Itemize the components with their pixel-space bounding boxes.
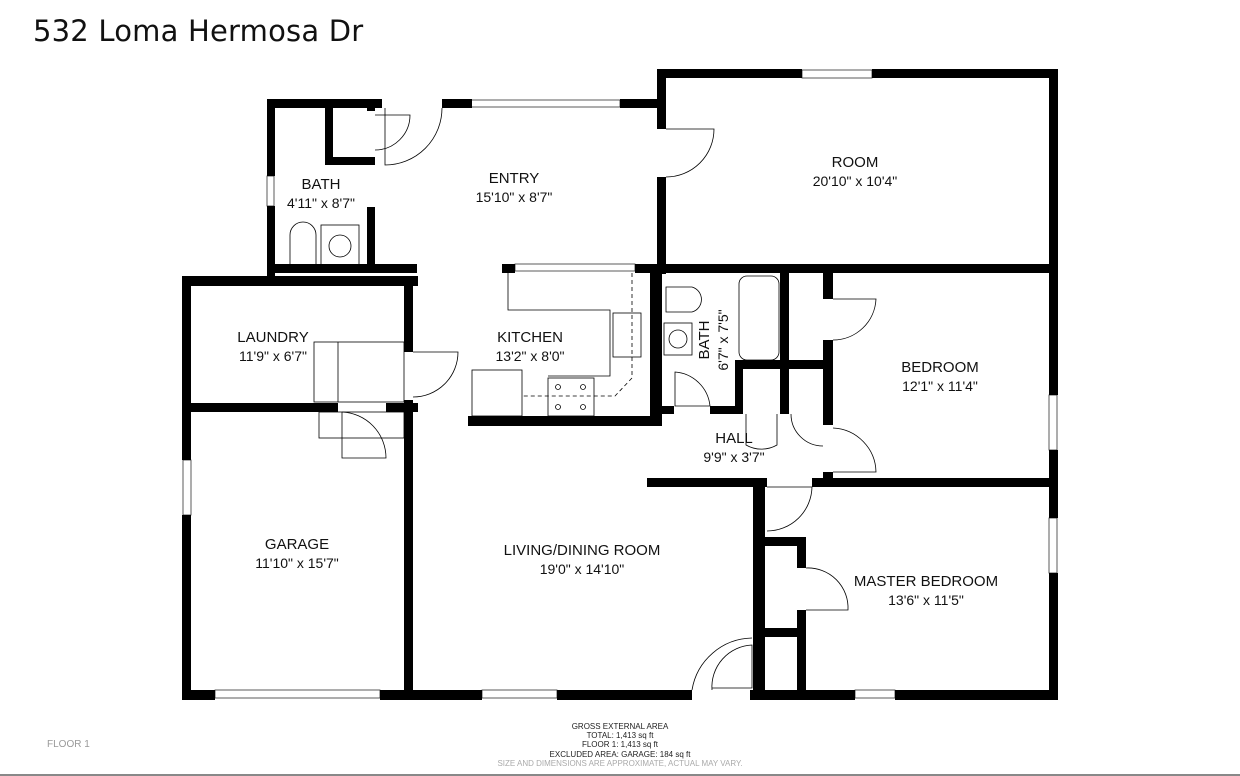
room-garage-dims: 11'10" x 15'7": [255, 555, 339, 571]
area-excluded: EXCLUDED AREA: GARAGE: 184 sq ft: [549, 749, 691, 759]
room-hall-dims: 9'9" x 3'7": [703, 449, 764, 465]
fixtures: [289, 107, 877, 691]
floor-label: FLOOR 1: [47, 739, 90, 750]
room-master-name: MASTER BEDROOM: [854, 573, 998, 590]
bottom-divider: [0, 774, 1240, 776]
room-bath1-dims: 4'11" x 8'7": [287, 195, 355, 211]
room-labels: BATH 4'11" x 8'7" ENTRY 15'10" x 8'7" RO…: [237, 154, 998, 608]
walls: [182, 69, 1058, 700]
area-summary: GROSS EXTERNAL AREA TOTAL: 1,413 sq ft F…: [470, 722, 770, 768]
room-bedroom-dims: 12'1" x 11'4": [902, 378, 978, 394]
room-hall-name: HALL: [715, 430, 753, 447]
room-bath2-dims: 6'7" x 7'5": [715, 309, 731, 370]
room-living-name: LIVING/DINING ROOM: [504, 542, 661, 559]
room-laundry-name: LAUNDRY: [237, 329, 308, 346]
area-floor1: FLOOR 1: 1,413 sq ft: [581, 740, 659, 750]
room-laundry-dims: 11'9" x 6'7": [239, 348, 307, 364]
room-master-dims: 13'6" x 11'5": [888, 592, 964, 608]
area-disclaimer: SIZE AND DIMENSIONS ARE APPROXIMATE, ACT…: [497, 758, 743, 768]
room-kitchen-dims: 13'2" x 8'0": [496, 348, 565, 364]
room-bath2-name: BATH: [696, 321, 713, 360]
room-entry-name: ENTRY: [489, 170, 540, 187]
area-heading: GROSS EXTERNAL AREA: [571, 722, 669, 731]
room-bedroom-name: BEDROOM: [901, 359, 979, 376]
area-total: TOTAL: 1,413 sq ft: [586, 731, 654, 741]
page-title: 532 Loma Hermosa Dr: [33, 14, 364, 48]
room-garage-name: GARAGE: [265, 536, 329, 553]
room-entry-dims: 15'10" x 8'7": [476, 189, 553, 205]
room-room-name: ROOM: [832, 154, 879, 171]
room-kitchen-name: KITCHEN: [497, 329, 563, 346]
room-living-dims: 19'0" x 14'10": [540, 561, 625, 577]
room-bath1-name: BATH: [302, 176, 341, 193]
room-room-dims: 20'10" x 10'4": [813, 173, 898, 189]
